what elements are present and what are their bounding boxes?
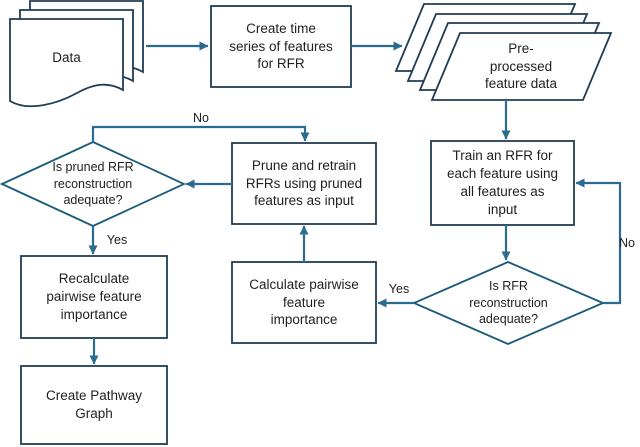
node-rfr-adequate-shape [411,261,606,345]
node-train-rfr-shape [430,140,575,226]
node-preprocessed-shape [395,3,612,101]
node-calculate-pairwise-shape [231,261,377,344]
node-create-time-series-shape [210,5,352,88]
connector-pruned-no-loop [91,125,310,142]
node-recalculate-shape [20,255,168,339]
node-data-shape [9,0,144,108]
connector-rfr-no-loop [575,178,622,305]
node-pruned-adequate-shape [0,141,187,227]
node-create-pathway-shape [20,365,168,445]
node-prune-retrain-shape [231,142,377,225]
